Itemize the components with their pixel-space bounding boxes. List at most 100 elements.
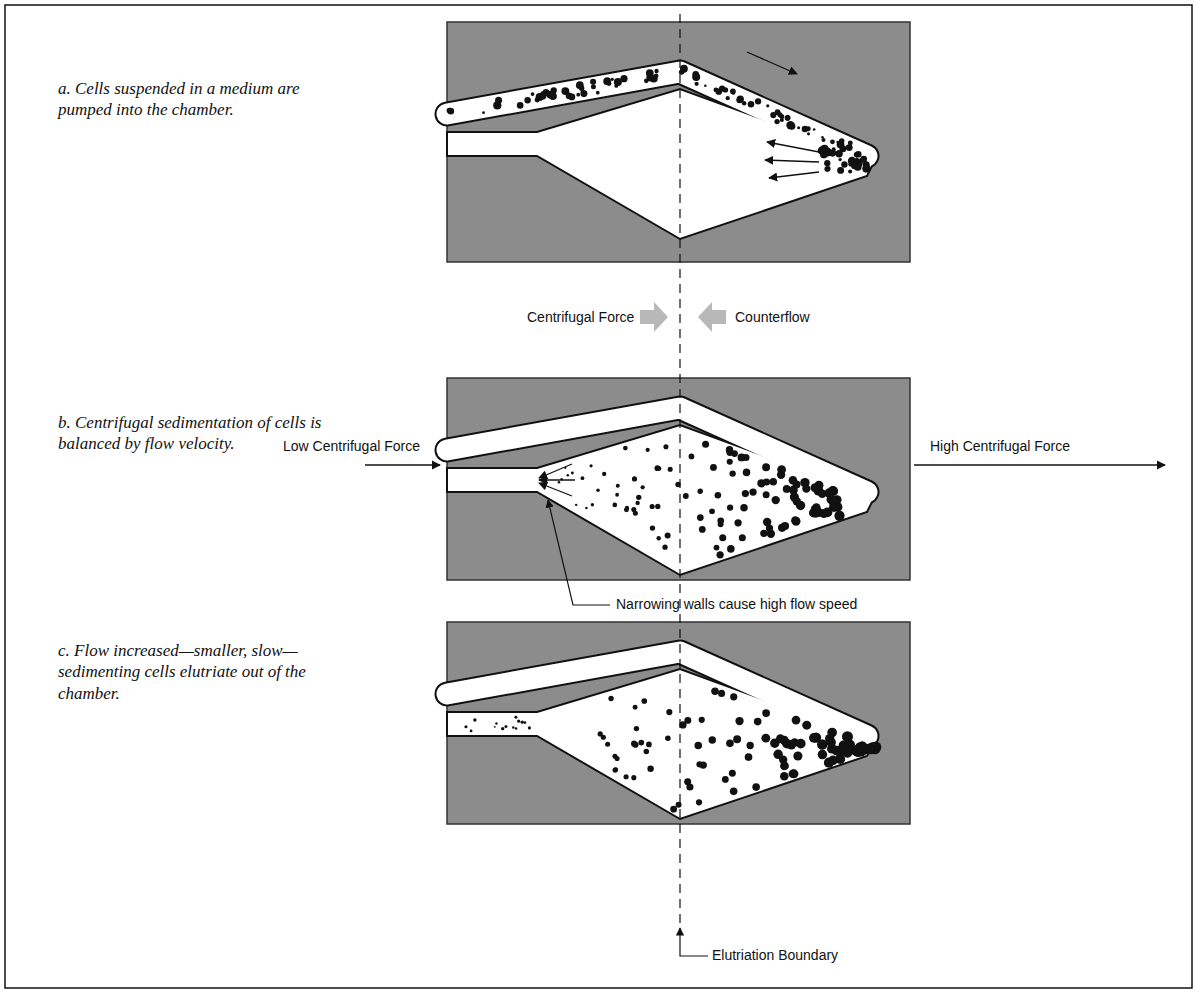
cell-dot bbox=[802, 721, 811, 730]
cell-dot bbox=[825, 166, 830, 171]
cell-dot bbox=[740, 504, 747, 511]
cell-dot bbox=[745, 753, 753, 761]
cell-dot bbox=[662, 545, 667, 550]
cell-dot bbox=[726, 740, 734, 748]
cell-dot bbox=[762, 463, 770, 471]
cell-dot bbox=[531, 92, 535, 96]
cell-dot bbox=[802, 126, 809, 133]
cell-dot bbox=[654, 74, 659, 79]
cell-dot bbox=[800, 478, 809, 487]
cell-dot bbox=[726, 96, 730, 100]
cell-dot bbox=[613, 767, 618, 772]
cell-dot bbox=[504, 725, 507, 728]
cell-dot bbox=[612, 503, 617, 508]
cell-dot bbox=[571, 472, 574, 475]
cell-dot bbox=[590, 464, 593, 467]
rotor-block bbox=[447, 622, 910, 824]
cell-dot bbox=[813, 128, 816, 131]
cell-dot bbox=[736, 97, 742, 103]
cell-dot bbox=[654, 69, 658, 73]
cell-dot bbox=[699, 717, 705, 723]
cell-dot bbox=[821, 138, 825, 142]
cell-dot bbox=[612, 754, 617, 759]
cell-dot bbox=[729, 770, 736, 777]
cell-dot bbox=[646, 69, 654, 77]
cell-dot bbox=[515, 727, 518, 730]
cell-dot bbox=[809, 733, 819, 743]
cell-dot bbox=[615, 493, 619, 497]
cell-dot bbox=[760, 530, 767, 537]
cell-dot bbox=[845, 740, 855, 750]
cell-dot bbox=[737, 99, 741, 103]
cell-dot bbox=[676, 802, 682, 808]
cell-dot bbox=[536, 93, 544, 101]
cell-dot bbox=[711, 687, 719, 695]
force-label: Centrifugal Force bbox=[527, 309, 634, 326]
cell-dot bbox=[763, 518, 771, 526]
inlet-channel bbox=[447, 408, 867, 492]
cell-dot bbox=[791, 516, 799, 524]
cell-dot bbox=[709, 736, 716, 743]
cell-dot bbox=[524, 97, 530, 103]
cell-dot bbox=[644, 749, 649, 754]
cell-dot bbox=[517, 102, 524, 109]
cell-dot bbox=[835, 150, 842, 157]
leader-line bbox=[680, 928, 708, 956]
cell-dot bbox=[576, 81, 584, 89]
cell-dot bbox=[749, 488, 756, 495]
cell-dot bbox=[770, 112, 776, 118]
cell-dot bbox=[447, 108, 454, 115]
cell-dot bbox=[517, 720, 520, 723]
cell-dot bbox=[464, 725, 467, 728]
inlet-channel bbox=[447, 72, 867, 156]
cell-dot bbox=[596, 91, 600, 95]
cell-dot bbox=[723, 87, 728, 92]
cell-dot bbox=[785, 115, 791, 121]
cell-dot bbox=[752, 783, 760, 791]
inlet-channel bbox=[447, 652, 867, 736]
cell-dot bbox=[697, 514, 704, 521]
cell-dot bbox=[683, 493, 689, 499]
cell-dot bbox=[774, 119, 779, 124]
cell-dot bbox=[585, 507, 588, 510]
force-label: High Centrifugal Force bbox=[930, 438, 1070, 455]
cell-dot bbox=[716, 551, 723, 558]
cell-dot bbox=[826, 738, 835, 747]
cell-dot bbox=[777, 465, 786, 474]
flow-arrow bbox=[765, 160, 819, 162]
cell-dot bbox=[552, 95, 556, 99]
cell-dot bbox=[646, 448, 650, 452]
cell-dot bbox=[665, 533, 671, 539]
cell-dot bbox=[824, 166, 830, 172]
cell-dot bbox=[824, 758, 834, 768]
cell-dot bbox=[576, 93, 580, 97]
cell-dot bbox=[777, 112, 782, 117]
cell-dot bbox=[733, 735, 741, 743]
rotor-block bbox=[447, 22, 910, 262]
cell-dot bbox=[792, 716, 801, 725]
chamber bbox=[447, 22, 910, 262]
cell-dot bbox=[832, 150, 836, 154]
flow-arrow bbox=[539, 464, 572, 478]
cell-dot bbox=[655, 504, 660, 509]
force-label: Counterflow bbox=[735, 309, 810, 326]
cell-dot bbox=[635, 501, 639, 505]
cell-dot bbox=[780, 772, 789, 781]
cell-dot bbox=[696, 799, 702, 805]
flow-arrow bbox=[539, 479, 575, 480]
cell-dot bbox=[862, 165, 870, 173]
cell-dot bbox=[631, 775, 636, 780]
cell-dot bbox=[821, 145, 829, 153]
cell-dot bbox=[715, 492, 722, 499]
cell-dot bbox=[603, 77, 611, 85]
cell-dot bbox=[727, 505, 733, 511]
cell-dot bbox=[832, 495, 841, 504]
cell-dot bbox=[731, 450, 738, 457]
cell-dot bbox=[807, 132, 810, 135]
cell-dot bbox=[512, 726, 514, 728]
cell-dot bbox=[702, 441, 709, 448]
cell-dot bbox=[611, 78, 614, 81]
cell-dot bbox=[680, 65, 688, 73]
cell-dot bbox=[848, 140, 853, 145]
